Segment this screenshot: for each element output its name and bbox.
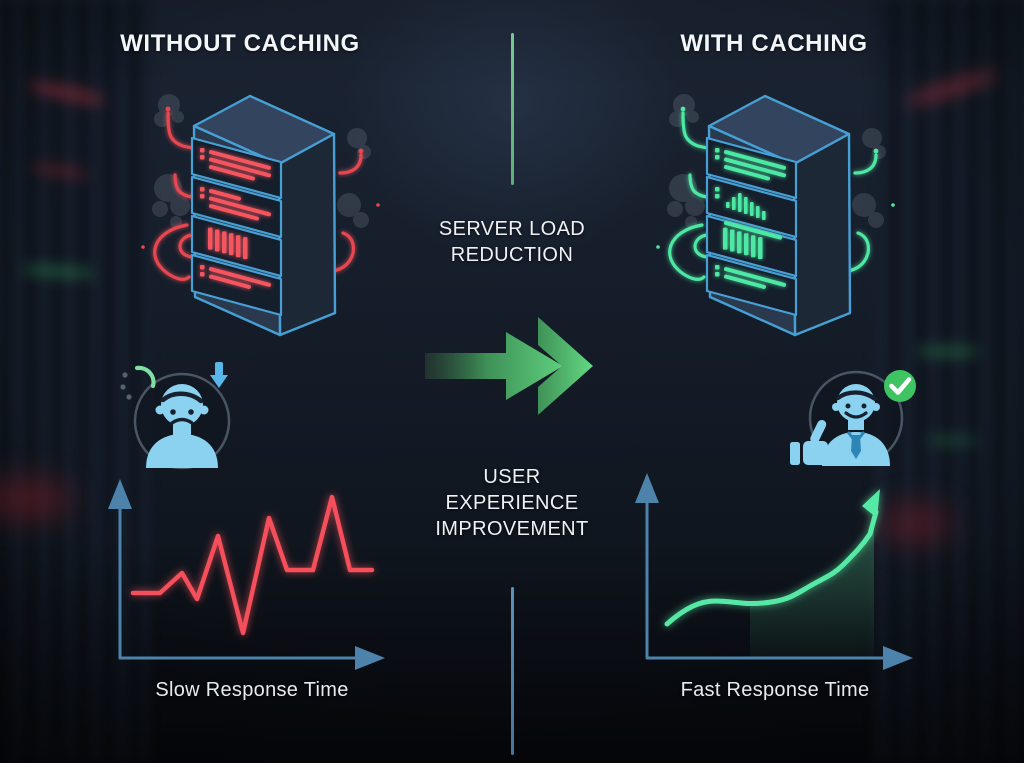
status-indicators-green [715,148,786,289]
server-load-reduction-label: SERVER LOAD REDUCTION [438,218,586,266]
loading-spinner-icon [120,365,156,400]
left-panel-title: WITHOUT CACHING [120,30,360,57]
divider-line-bottom [511,587,514,755]
happy-user-icon [790,370,916,466]
user-experience-improvement-label: USER EXPERIENCE IMPROVEMENT [435,466,589,540]
chart-axes [108,479,385,670]
right-panel-title: WITH CACHING [680,30,868,57]
area-fill [750,520,874,658]
slow-response-line [130,494,375,636]
red-cable-dots [141,106,380,249]
server-rack-overloaded-icon [141,94,380,337]
thumbs-up-icon [790,419,828,465]
shirt-and-tie [846,431,866,459]
fast-response-curve [664,489,880,627]
improvement-arrow-icon [425,317,593,415]
chart-axes [635,473,913,670]
happy-face [835,390,878,419]
status-indicators-red [200,148,271,289]
check-circle-icon [884,370,916,402]
green-cable-dots [656,106,895,249]
slow-response-chart [108,479,385,670]
down-arrow-icon [210,362,228,388]
right-chart-caption: Fast Response Time [680,679,870,701]
server-rack-healthy-icon [656,94,895,337]
divider-line-top [511,33,514,185]
left-chart-caption: Slow Response Time [155,679,349,701]
sad-face [160,391,204,425]
fast-response-chart [635,473,913,670]
sad-user-icon [120,362,231,470]
